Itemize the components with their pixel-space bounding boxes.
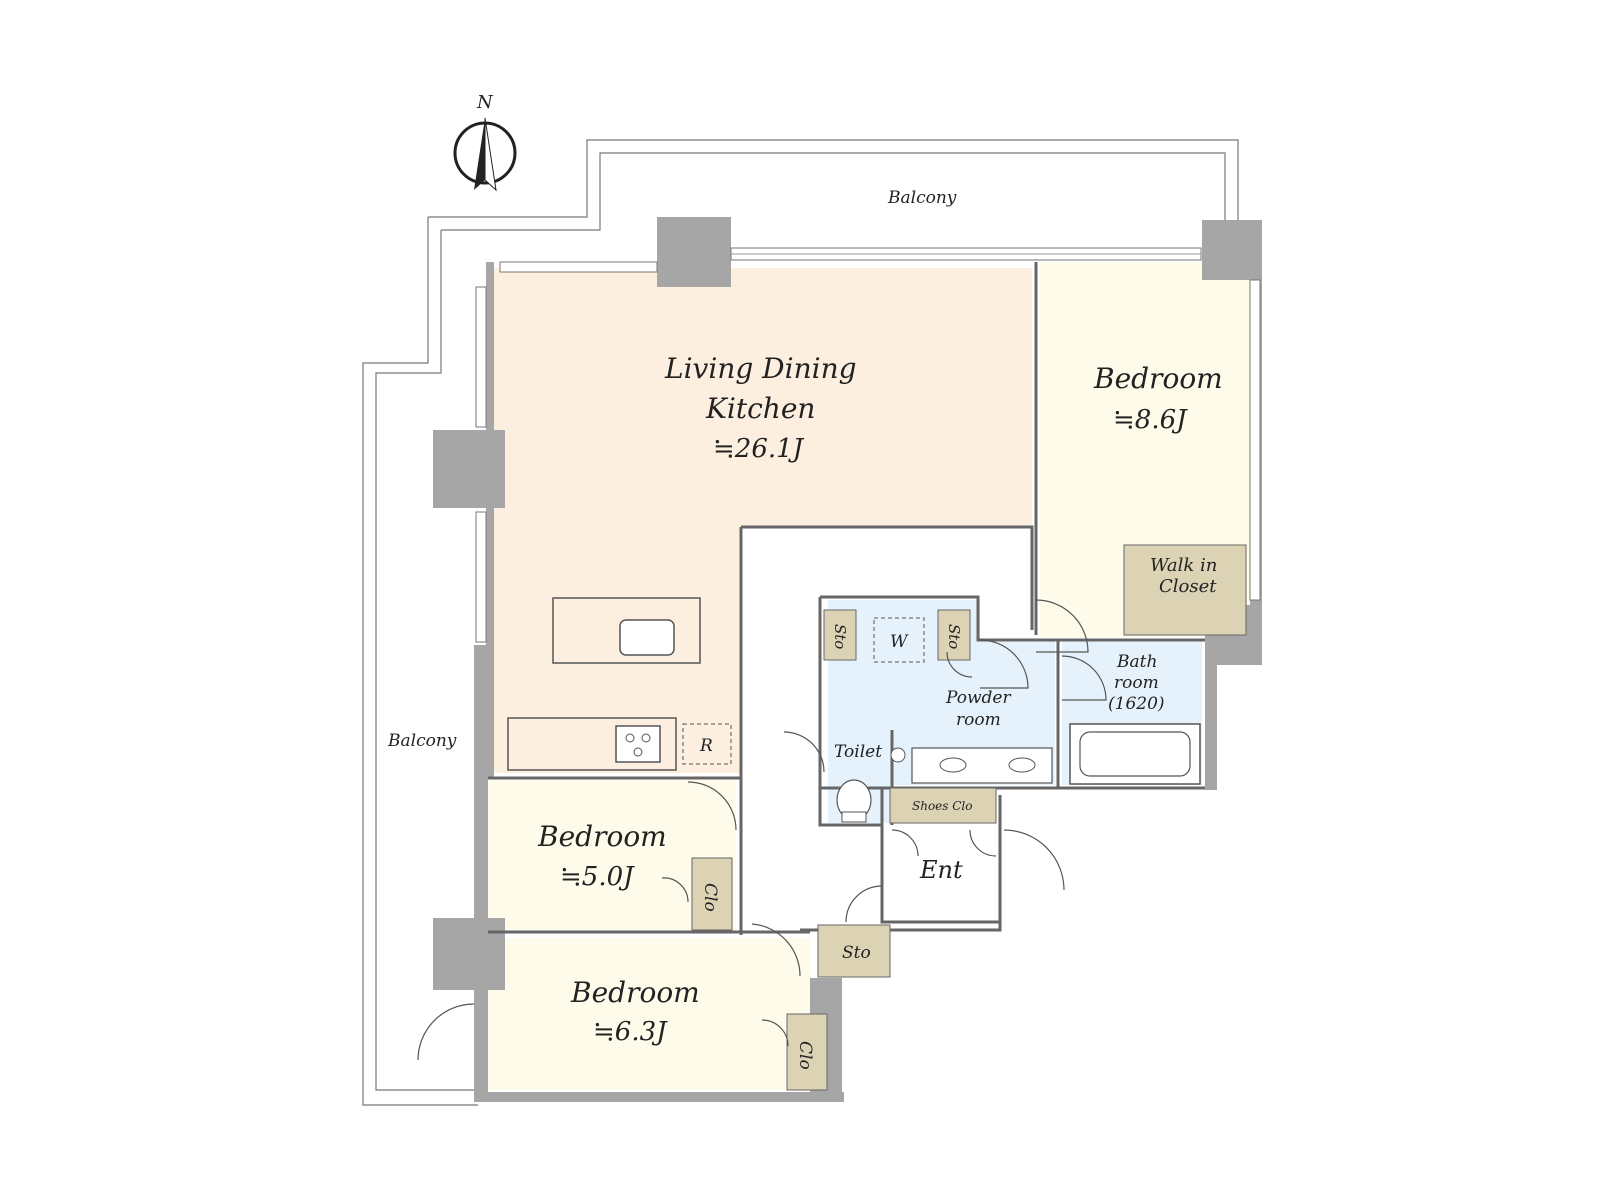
- storage-label: Sto: [831, 624, 849, 649]
- bathroom-label-line2: room: [1114, 673, 1159, 693]
- kitchen-island: [552, 597, 701, 664]
- powder-room-label-line1: Powder: [945, 688, 1011, 708]
- bathtub-icon: [1069, 723, 1201, 785]
- storage-units: [691, 544, 1247, 1091]
- entrance-label: Ent: [919, 856, 963, 884]
- storage-label: Sto: [945, 624, 963, 649]
- bedroom-ne-area: ≒8.6J: [1113, 405, 1188, 435]
- north-compass-icon: N: [453, 92, 517, 192]
- walk-in-closet-label-line1: Walk in: [1150, 555, 1217, 576]
- refrigerator-space: [682, 723, 732, 765]
- bedroom-sw-floor: [488, 938, 810, 1090]
- windows: [475, 247, 1261, 643]
- toilet-sink-icon: [890, 747, 906, 763]
- walk-in-closet-label-line2: Closet: [1159, 576, 1217, 597]
- vanity-sinks: [911, 747, 1053, 784]
- structural-columns: [433, 217, 1260, 990]
- washbasin-icon: [939, 757, 967, 773]
- ldk-label-line1: Living Dining: [664, 352, 857, 385]
- balcony-top-label: Balcony: [887, 188, 957, 208]
- ldk-area: ≒26.1J: [713, 434, 805, 464]
- kitchen-counter: [507, 717, 732, 771]
- toilet-label: Toilet: [834, 742, 882, 762]
- closet-label: Clo: [795, 1041, 815, 1070]
- refrigerator-label: R: [699, 736, 713, 756]
- bedroom-w-label: Bedroom: [537, 820, 667, 853]
- sink-icon: [619, 619, 675, 656]
- compass-north-label: N: [476, 92, 494, 113]
- bedroom-ne-label: Bedroom: [1093, 362, 1223, 395]
- ldk-label-line2: Kitchen: [705, 392, 815, 425]
- washer-label: W: [890, 632, 909, 652]
- bathroom-label-line3: (1620): [1108, 694, 1165, 714]
- storage-label: Sto: [842, 943, 871, 963]
- shoes-closet-label: Shoes Clo: [912, 799, 973, 813]
- closet-label: Clo: [700, 883, 720, 912]
- powder-room-label-line2: room: [956, 710, 1001, 730]
- balcony-left-label: Balcony: [387, 731, 457, 751]
- toilet-fixture: [836, 747, 906, 823]
- balcony-outline: [362, 139, 1239, 1106]
- washbasin-icon: [1008, 757, 1036, 773]
- bedroom-w-area: ≒5.0J: [560, 862, 635, 892]
- bedroom-sw-label: Bedroom: [570, 976, 700, 1009]
- interior-walls: [488, 262, 1205, 935]
- washer-space: [873, 617, 925, 663]
- doors: [417, 599, 1107, 1061]
- bathroom-label-line1: Bath: [1116, 652, 1157, 672]
- bedroom-sw-area: ≒6.3J: [593, 1017, 668, 1047]
- cooktop-icon: [615, 725, 661, 763]
